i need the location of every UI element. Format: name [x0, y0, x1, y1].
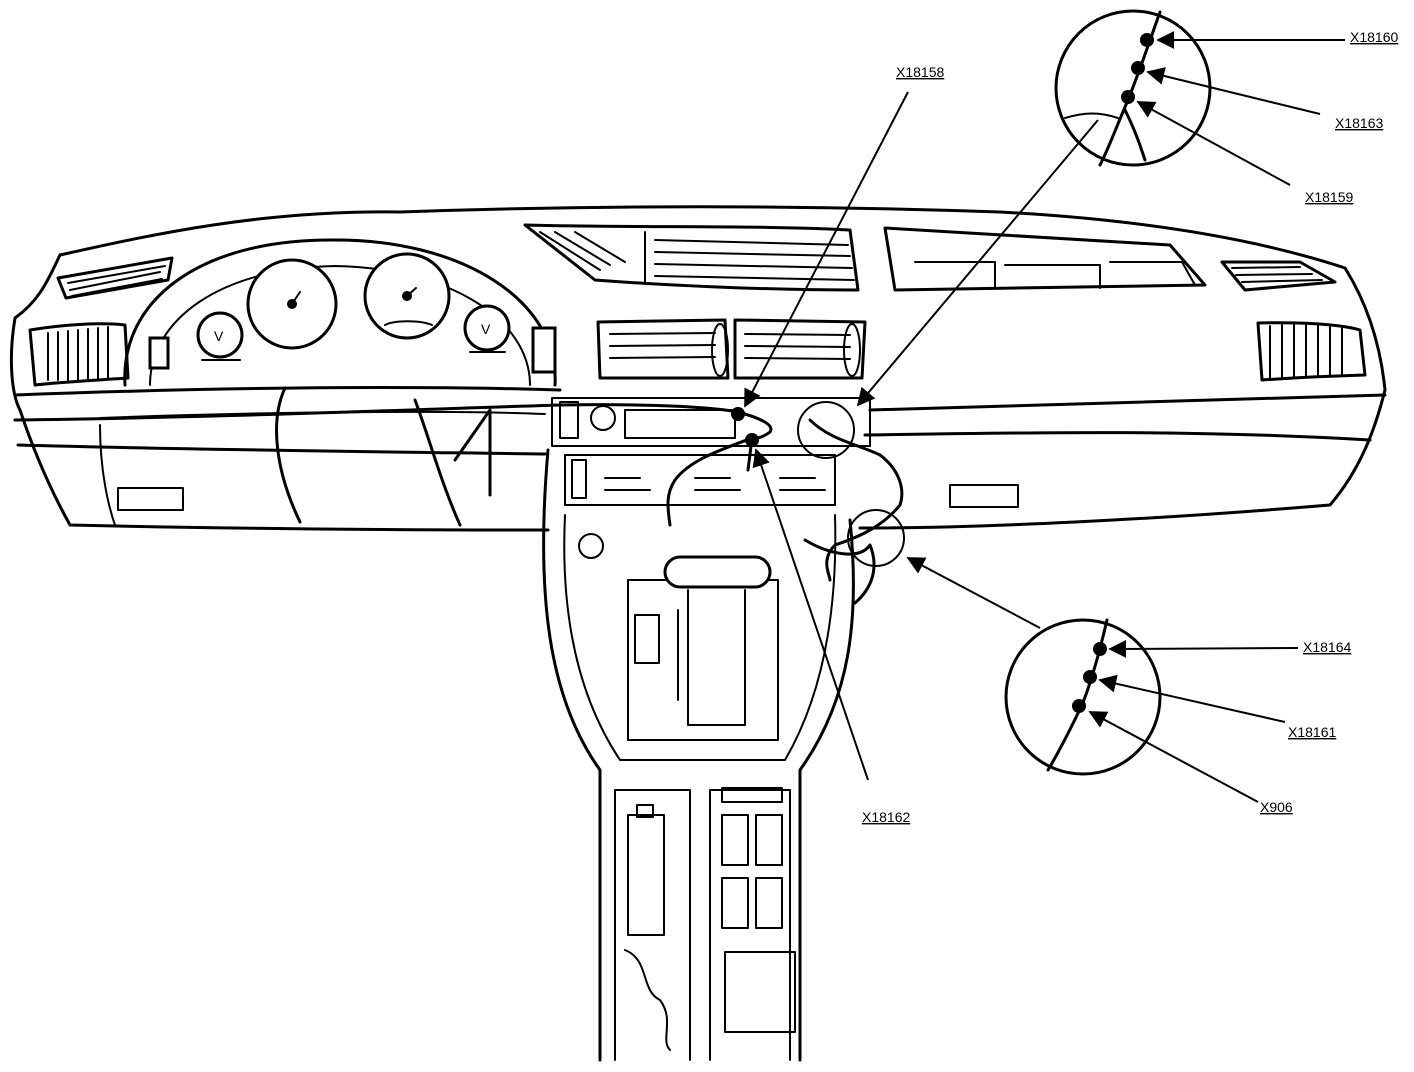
center-dash-vents [596, 318, 867, 380]
center-console [542, 448, 855, 1062]
detail-inset-bottom [1004, 618, 1162, 776]
label-x18158: X18158 [896, 64, 944, 80]
connector-x18162 [745, 433, 759, 447]
label-x18163: X18163 [1335, 115, 1383, 131]
passenger-display-panel [883, 226, 1207, 292]
right-side-air-vent [1256, 321, 1367, 382]
left-small-gauge-label: V [214, 328, 224, 344]
label-x906: X906 [1260, 799, 1293, 815]
steering-wheel [275, 386, 492, 527]
dashboard-outline [9, 205, 1387, 532]
label-x18161: X18161 [1288, 724, 1336, 740]
label-x18160: X18160 [1350, 29, 1398, 45]
left-side-air-vent [28, 322, 130, 387]
right-small-gauge-label: V [481, 321, 491, 337]
center-upper-vent [523, 223, 860, 292]
center-stack [551, 397, 871, 506]
instrument-cluster: V V [123, 238, 557, 387]
lower-vents [117, 484, 1019, 511]
callout-labels: X18160 X18163 X18159 X18158 X18164 X1816… [862, 29, 1398, 825]
right-speaker-grille [1220, 260, 1337, 292]
label-x18164: X18164 [1303, 639, 1351, 655]
connectors [731, 407, 759, 447]
leader-lines [744, 31, 1345, 803]
label-x18162: X18162 [862, 809, 910, 825]
label-x18159: X18159 [1305, 189, 1353, 205]
left-speaker-grille [56, 256, 174, 300]
connector-x18158 [731, 407, 745, 421]
